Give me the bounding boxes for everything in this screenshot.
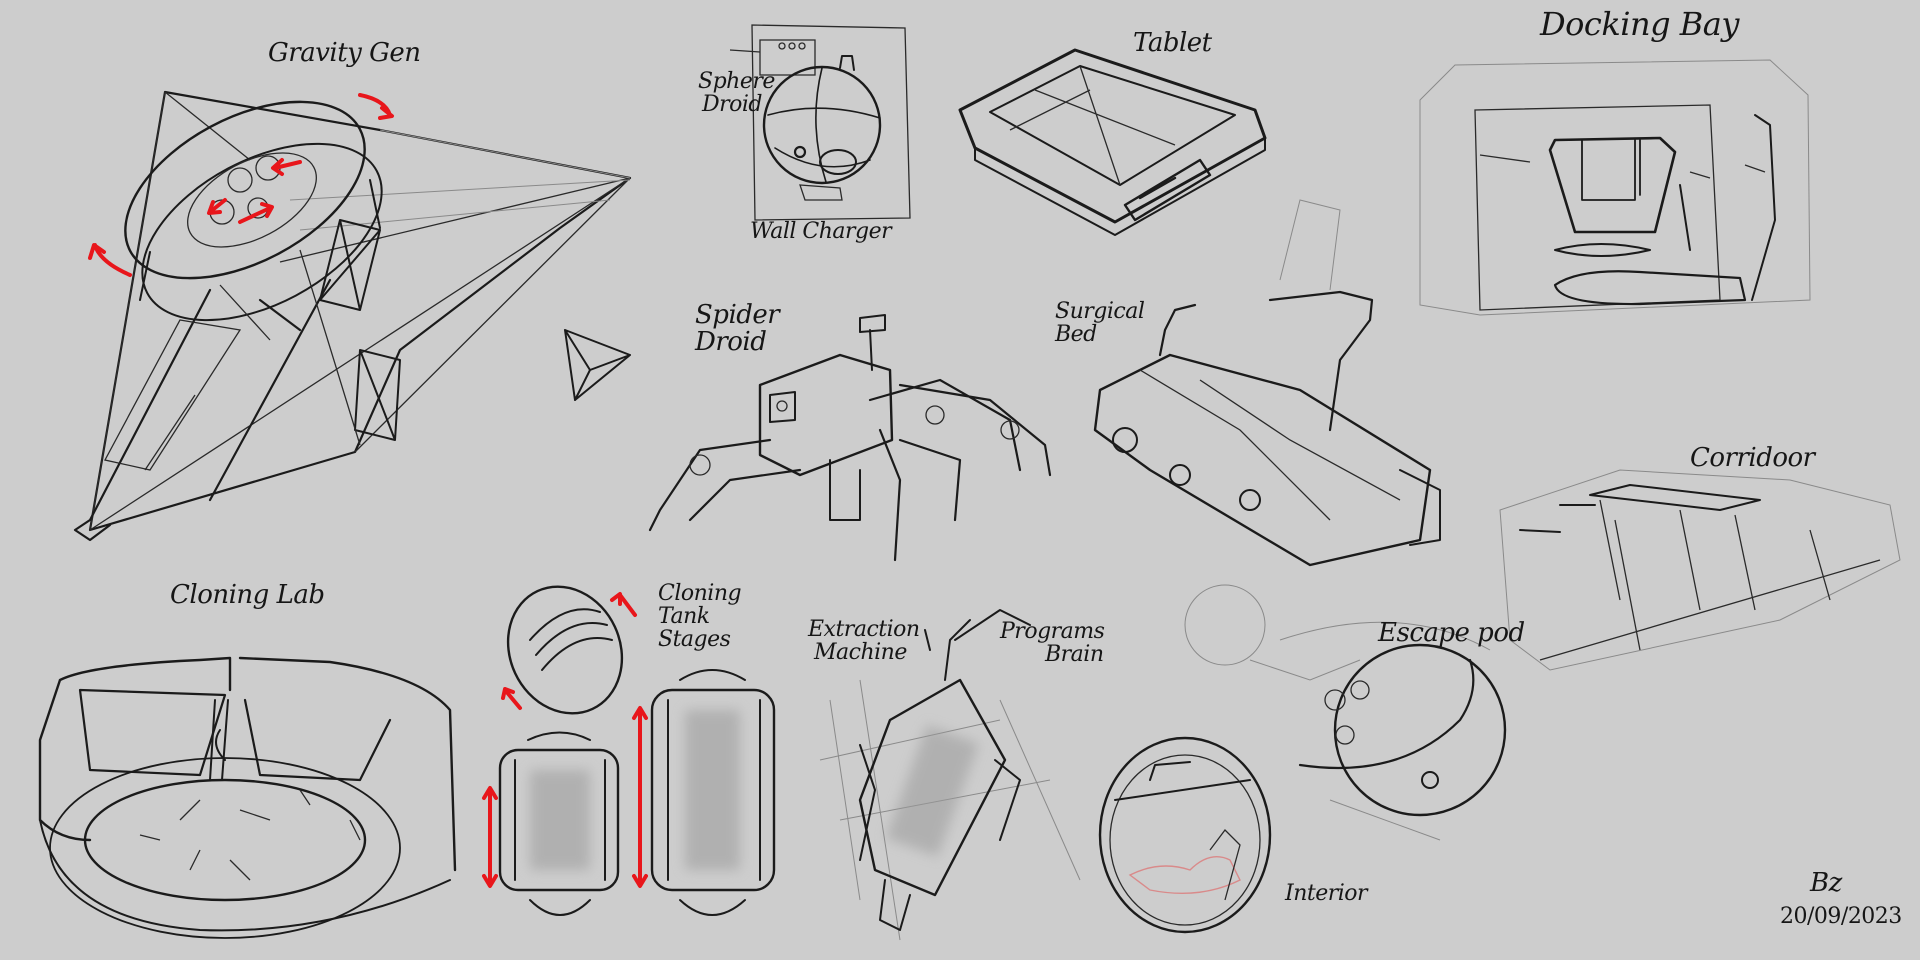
programs-brain-label-line: Programs: [1000, 619, 1105, 644]
surgical-bed-label-line: Bed: [1055, 322, 1097, 348]
docking-bay-drawing: [1419, 59, 1811, 316]
mini-tetra-drawing: [564, 329, 631, 401]
extraction-machine-label: Extraction Machine: [808, 618, 920, 664]
sphere-droid-label: Sphere Droid: [698, 70, 775, 116]
cloning-tank-label-line: Cloning: [658, 581, 742, 606]
spider-droid-label-line: Droid: [695, 327, 767, 358]
programs-brain-label-line: Brain: [1045, 642, 1104, 668]
spider-droid-label: Spider Droid: [695, 300, 780, 358]
cloning-tank-label-line: Tank: [658, 604, 710, 630]
tablet-label: Tablet: [1133, 28, 1212, 58]
corridor-label: Corridoor: [1690, 443, 1815, 473]
escape-pod-label: Escape pod: [1378, 618, 1525, 648]
surgical-bed-drawing: [1093, 199, 1441, 567]
surgical-bed-label-line: Surgical: [1055, 299, 1145, 324]
sphere-droid-label-line: Sphere: [698, 69, 775, 94]
spider-droid-drawing: [648, 314, 1052, 562]
extraction-machine-label-line: Machine: [814, 640, 907, 666]
gravity-gen-drawing: [73, 90, 632, 542]
extraction-machine-drawing: [819, 609, 1081, 941]
docking-bay-label: Docking Bay: [1540, 5, 1739, 43]
cloning-lab-drawing: [38, 656, 457, 939]
sphere-droid-label-line: Droid: [702, 92, 763, 118]
escape-pod-drawing: [1098, 584, 1507, 934]
cloning-tank-label-line: Stages: [658, 627, 731, 653]
wall-charger-label: Wall Charger: [750, 219, 892, 244]
cloning-tank-drawing: [482, 585, 776, 916]
extraction-machine-label-line: Extraction: [808, 617, 920, 642]
sketch-date: 20/09/2023: [1780, 904, 1902, 929]
interior-label: Interior: [1285, 881, 1368, 906]
tablet-drawing: [958, 48, 1267, 236]
corridor-drawing: [1499, 469, 1901, 671]
cloning-lab-label: Cloning Lab: [170, 580, 325, 610]
cloning-tank-label: Cloning Tank Stages: [658, 581, 742, 653]
artist-signature: Bz: [1810, 868, 1842, 898]
spider-droid-label-line: Spider: [695, 300, 780, 330]
sphere-droid-drawing: [729, 24, 911, 221]
surgical-bed-label: Surgical Bed: [1055, 299, 1145, 348]
programs-brain-label: Programs Brain: [1000, 619, 1105, 668]
gravity-gen-label: Gravity Gen: [268, 38, 421, 68]
